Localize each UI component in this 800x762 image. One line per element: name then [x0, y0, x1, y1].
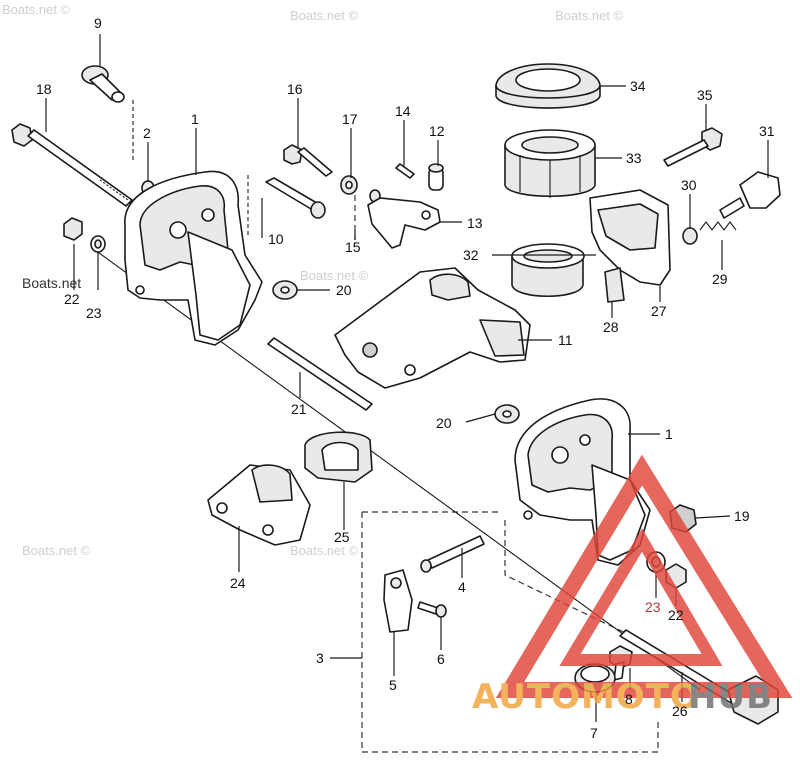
callout-14: 14 — [395, 103, 411, 119]
brand-text-hub: HUB — [688, 677, 773, 717]
wedge-28 — [604, 267, 625, 303]
watermark-main: Boats.net — [22, 275, 81, 291]
screw-4 — [420, 535, 485, 573]
callout-19: 19 — [734, 508, 750, 524]
callout-labels: 9 18 2 1 16 17 14 12 13 15 10 20 11 21 2… — [36, 15, 775, 741]
callout-21: 21 — [291, 401, 307, 417]
callout-25: 25 — [334, 529, 350, 545]
callout-33: 33 — [626, 150, 642, 166]
watermark-faint: Boats.net © — [555, 8, 624, 23]
watermark-faint: Boats.net © — [300, 268, 369, 283]
leader-lines — [45, 34, 769, 722]
callout-4: 4 — [458, 579, 466, 595]
callout-10: 10 — [268, 231, 284, 247]
bolt-16 — [283, 144, 333, 177]
bushing-half-25 — [304, 431, 373, 483]
watermark-faint: Boats.net © — [2, 2, 71, 17]
callout-28: 28 — [603, 319, 619, 335]
callout-9: 9 — [94, 15, 102, 31]
bushing-33 — [504, 129, 596, 198]
thumb-screw-31 — [719, 171, 781, 219]
callout-5: 5 — [389, 677, 397, 693]
callout-26: 26 — [672, 703, 688, 719]
callout-32: 32 — [463, 247, 479, 263]
stud-21 — [267, 337, 373, 411]
swivel-bracket-11 — [334, 267, 531, 389]
spring-29 — [699, 221, 737, 231]
through-bolt-18 — [11, 123, 133, 207]
brand-text-automoto: AUTOMOTO — [472, 677, 700, 717]
callout-11: 11 — [558, 332, 573, 348]
callout-23-left: 23 — [86, 305, 102, 321]
callout-2: 2 — [143, 125, 151, 141]
faint-watermarks: Boats.net © Boats.net © Boats.net © Boat… — [2, 2, 624, 558]
callout-29: 29 — [712, 271, 728, 287]
washer-23-left — [90, 235, 106, 253]
nut-22-left — [63, 217, 83, 241]
screw-6 — [417, 601, 447, 618]
callout-24: 24 — [230, 575, 246, 591]
callout-22-left: 22 — [64, 291, 80, 307]
pin-14 — [395, 163, 415, 179]
callout-3: 3 — [316, 650, 324, 666]
sub-assembly-box — [361, 512, 659, 753]
bolt-10 — [247, 175, 326, 235]
bolt-35 — [663, 127, 723, 167]
callout-17: 17 — [342, 111, 358, 127]
watermark-faint: Boats.net © — [22, 543, 91, 558]
watermark-faint: Boats.net © — [290, 8, 359, 23]
callout-23-right: 23 — [645, 599, 661, 615]
callout-7: 7 — [590, 725, 598, 741]
callout-15: 15 — [345, 239, 361, 255]
washer-17 — [340, 175, 358, 195]
callout-20-lower: 20 — [436, 415, 452, 431]
washer-20-upper — [272, 280, 298, 300]
pin-12 — [428, 163, 444, 191]
lever-13 — [367, 197, 441, 249]
callout-20-upper: 20 — [336, 282, 352, 298]
callout-6: 6 — [437, 651, 445, 667]
automotohub-logo: AUTOMOTO HUB — [472, 454, 793, 717]
callout-16: 16 — [287, 81, 303, 97]
washer-20-lower — [494, 404, 520, 424]
callout-8: 8 — [625, 691, 633, 707]
callout-1-lower: 1 — [665, 426, 673, 442]
callout-1-upper: 1 — [191, 111, 199, 127]
callout-12: 12 — [429, 123, 445, 139]
callout-30: 30 — [681, 177, 697, 193]
housing-27 — [589, 189, 671, 286]
callout-34: 34 — [630, 78, 646, 94]
callout-22-right: 22 — [668, 607, 684, 623]
callout-13: 13 — [467, 215, 483, 231]
bushing-9 — [81, 65, 134, 160]
mount-ring-34 — [495, 63, 601, 109]
watermark-faint: Boats.net © — [290, 543, 359, 558]
clamp-pad-5 — [383, 569, 413, 633]
bushing-32 — [511, 243, 585, 298]
callout-31: 31 — [759, 123, 775, 139]
callout-35: 35 — [697, 87, 713, 103]
holder-24 — [207, 464, 311, 546]
callout-18: 18 — [36, 81, 52, 97]
callout-27: 27 — [651, 303, 667, 319]
clamp-bracket-left — [124, 170, 263, 346]
washer-30 — [682, 227, 698, 245]
